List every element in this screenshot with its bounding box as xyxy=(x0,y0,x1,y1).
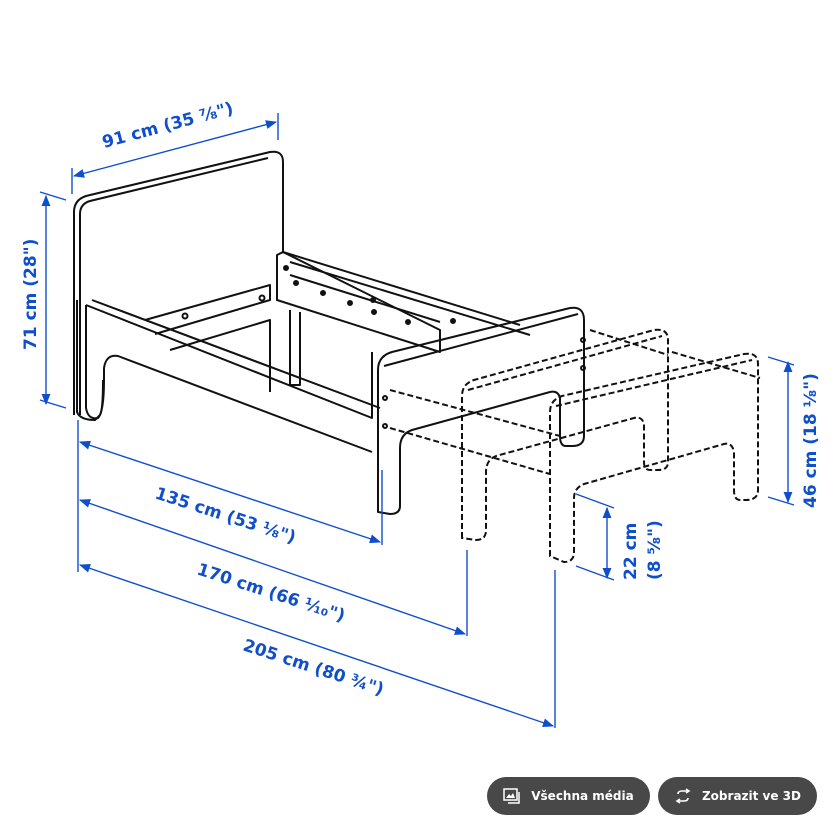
extension-panels xyxy=(389,328,761,564)
dimension-lines xyxy=(39,113,795,728)
rotate-3d-icon xyxy=(675,788,691,804)
all-media-button[interactable]: Všechna média xyxy=(487,777,650,815)
dim-leg-clearance-in-label: (8 ⅝") xyxy=(645,520,665,580)
all-media-label: Všechna média xyxy=(531,789,634,803)
dim-leg-clearance-cm-label: 22 cm xyxy=(621,523,641,580)
dim-footboard-height-label: 46 cm (18 ⅛") xyxy=(801,373,821,508)
dim-width-label: 91 cm (35 ⅞") xyxy=(100,99,235,153)
image-gallery-icon xyxy=(503,788,520,804)
dim-length-max-label: 205 cm (80 ¾") xyxy=(240,636,386,700)
view-3d-label: Zobrazit ve 3D xyxy=(701,789,801,803)
dim-length-min-label: 135 cm (53 ⅛") xyxy=(152,484,298,548)
dim-height-label: 71 cm (28") xyxy=(21,239,41,350)
view-3d-button[interactable]: Zobrazit ve 3D xyxy=(658,777,817,815)
dim-length-mid-label: 170 cm (66 ⅒") xyxy=(194,560,347,627)
bed-frame xyxy=(73,150,586,515)
